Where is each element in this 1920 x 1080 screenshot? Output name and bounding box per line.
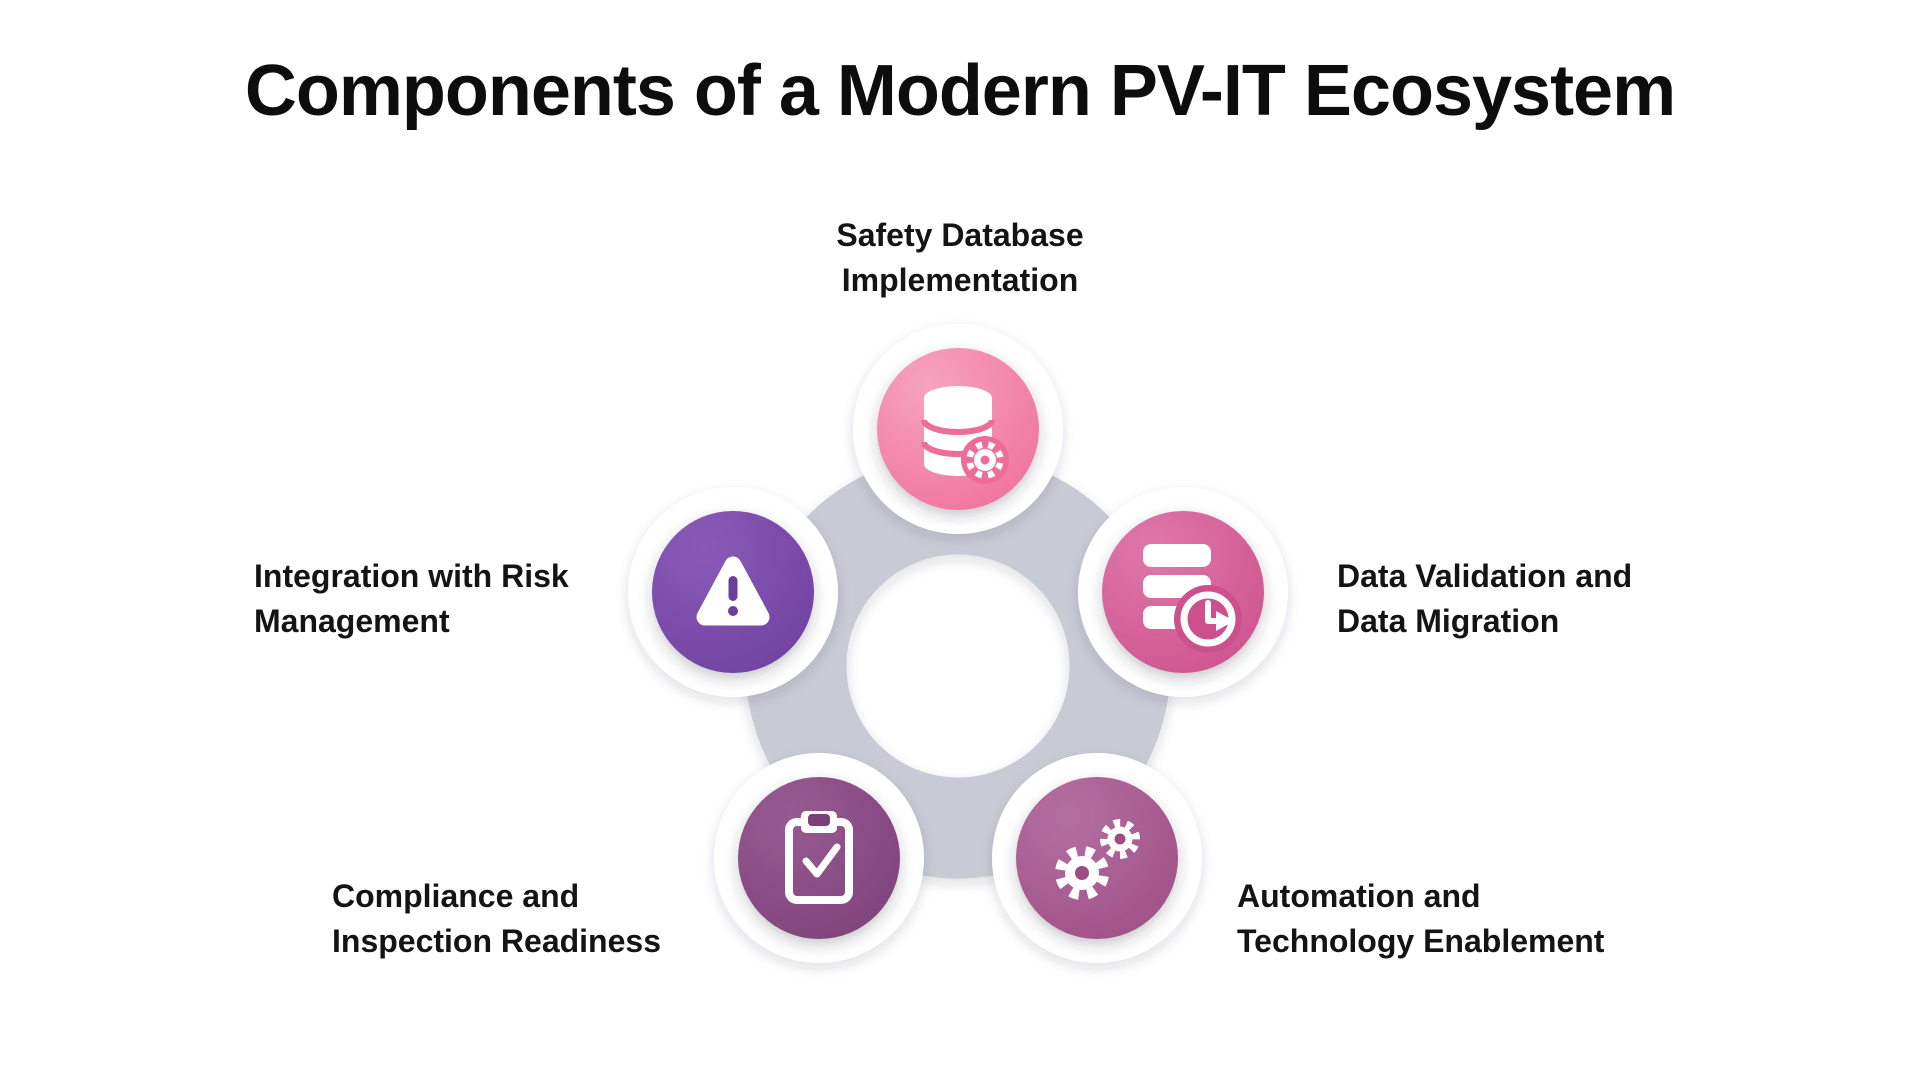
node-data-validation-and-data-migration: [1102, 511, 1264, 673]
warning-triangle-icon: [696, 556, 770, 626]
label-safety-database-implementation: Safety Database Implementation: [660, 213, 1260, 303]
label-line: Integration with Risk: [254, 558, 569, 594]
node-automation-and-technology-enablement: [1016, 777, 1178, 939]
label-data-validation-and-data-migration: Data Validation and Data Migration: [1337, 554, 1632, 644]
node-safety-database-implementation: [877, 348, 1039, 510]
label-line: Inspection Readiness: [332, 923, 661, 959]
label-line: Data Validation and: [1337, 558, 1633, 594]
label-line: Automation and: [1237, 878, 1481, 914]
page-title: Components of a Modern PV-IT Ecosystem: [244, 51, 1676, 131]
node-integration-with-risk-management: [652, 511, 814, 673]
label-line: Technology Enablement: [1237, 923, 1605, 959]
label-automation-and-technology-enablement: Automation and Technology Enablement: [1237, 874, 1604, 964]
label-compliance-and-inspection-readiness: Compliance and Inspection Readiness: [332, 874, 661, 964]
label-line: Safety Database: [836, 217, 1084, 253]
label-line: Management: [254, 603, 450, 639]
node-compliance-and-inspection-readiness: [738, 777, 900, 939]
label-line: Data Migration: [1337, 603, 1560, 639]
label-line: Implementation: [841, 262, 1079, 298]
database-clock-icon: [1143, 544, 1242, 653]
label-integration-with-risk-management: Integration with Risk Management: [254, 554, 569, 644]
database-gear-icon: [921, 386, 1009, 484]
gears-icon: [1055, 819, 1140, 900]
label-line: Compliance and: [332, 878, 580, 914]
clipboard-check-icon: [785, 811, 853, 904]
